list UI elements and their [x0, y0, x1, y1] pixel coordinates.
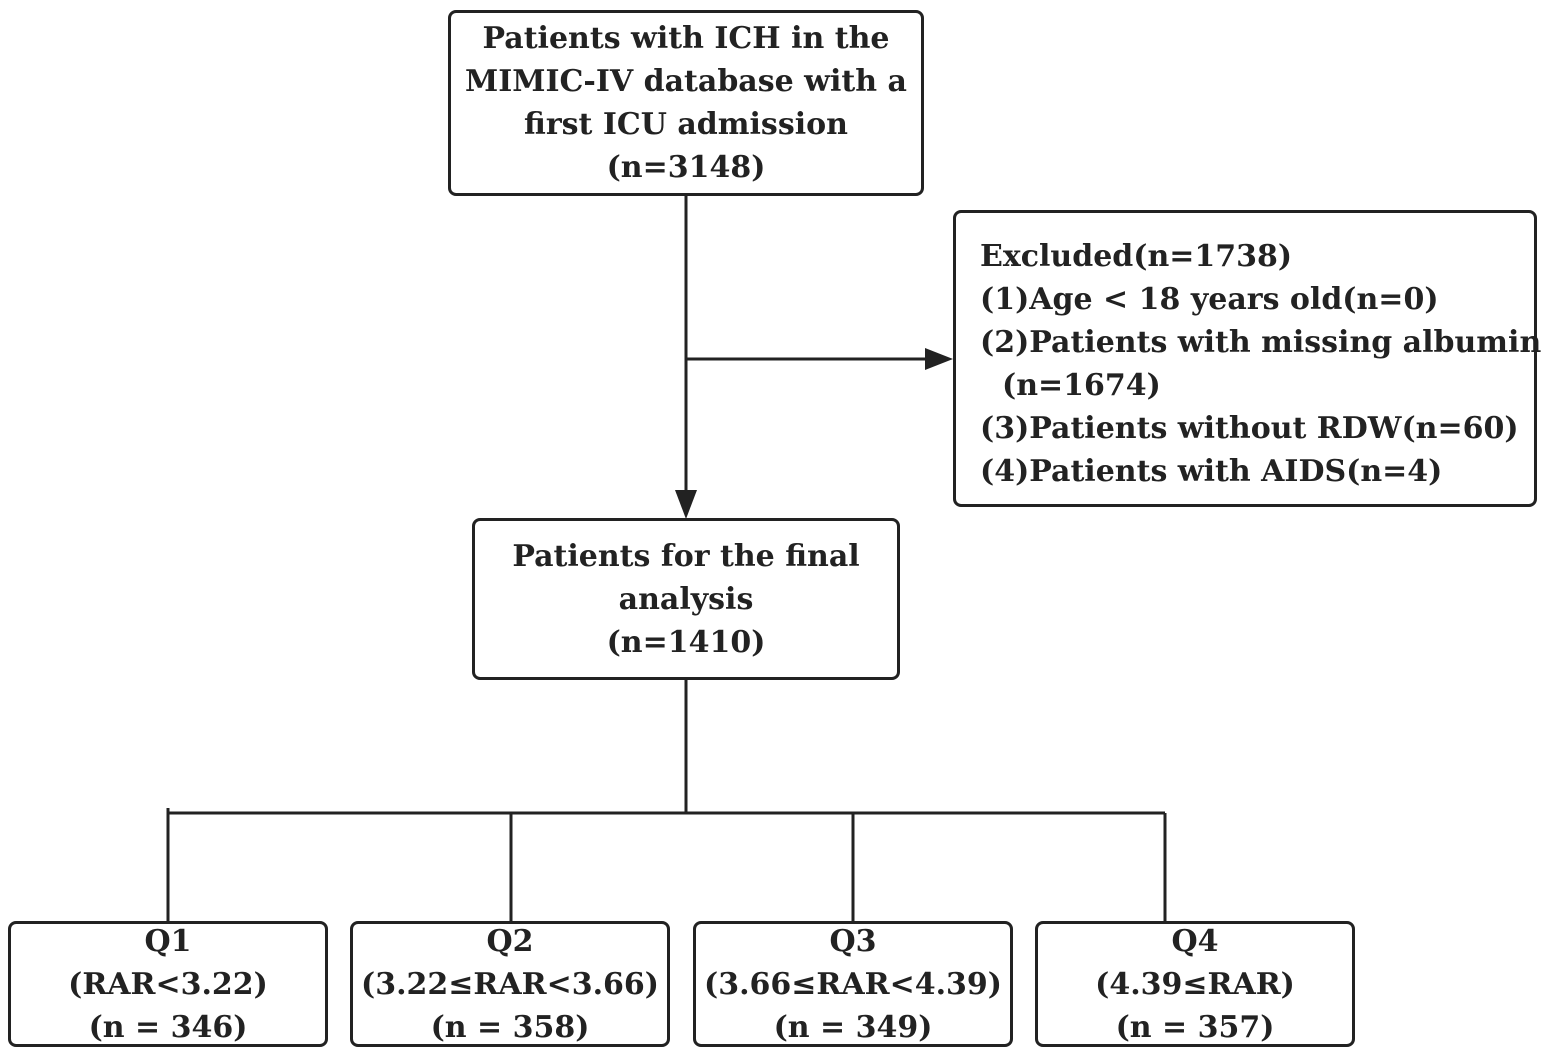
final-analysis-box: Patients for the final analysis (n=1410)	[472, 518, 900, 680]
excluded-item-1: (1)Age < 18 years old(n=0)	[980, 282, 1439, 317]
group-range: (RAR<3.22)	[68, 966, 268, 1002]
group-name: Q3	[829, 923, 877, 959]
group-box-q3: Q3 (3.66≤RAR<4.39) (n = 349)	[693, 921, 1013, 1047]
group-box-q2: Q2 (3.22≤RAR<3.66) (n = 358)	[350, 921, 670, 1047]
final-count: (n=1410)	[606, 624, 766, 660]
group-range: (3.22≤RAR<3.66)	[361, 966, 659, 1002]
excluded-item-3: (3)Patients without RDW(n=60)	[980, 411, 1519, 446]
final-line-1: Patients for the final	[512, 538, 860, 574]
group-count: (n = 358)	[430, 1009, 590, 1045]
start-line-3: first ICU admission	[524, 107, 848, 142]
group-box-q1: Q1 (RAR<3.22) (n = 346)	[8, 921, 328, 1047]
arrowhead-to-excluded	[925, 348, 953, 370]
final-line-2: analysis	[618, 581, 754, 617]
excluded-title: Excluded(n=1738)	[980, 239, 1293, 274]
excluded-item-4: (4)Patients with AIDS(n=4)	[980, 454, 1443, 489]
start-line-1: Patients with ICH in the	[482, 21, 890, 56]
excluded-item-2: (2)Patients with missing albumin	[980, 325, 1542, 360]
excluded-item-2-count: (n=1674)	[1002, 368, 1161, 403]
start-line-2: MIMIC-IV database with a	[465, 64, 907, 99]
group-count: (n = 346)	[88, 1009, 248, 1045]
group-count: (n = 357)	[1115, 1009, 1275, 1045]
group-name: Q1	[144, 923, 192, 959]
start-box: Patients with ICH in the MIMIC-IV databa…	[448, 10, 924, 196]
arrowhead-to-final	[675, 490, 697, 519]
group-name: Q4	[1171, 923, 1219, 959]
group-range: (3.66≤RAR<4.39)	[704, 966, 1002, 1002]
start-count: (n=3148)	[606, 150, 766, 185]
group-range: (4.39≤RAR)	[1095, 966, 1295, 1002]
excluded-box: Excluded(n=1738) (1)Age < 18 years old(n…	[953, 210, 1542, 507]
group-box-q4: Q4 (4.39≤RAR) (n = 357)	[1035, 921, 1355, 1047]
group-name: Q2	[486, 923, 534, 959]
group-count: (n = 349)	[773, 1009, 933, 1045]
